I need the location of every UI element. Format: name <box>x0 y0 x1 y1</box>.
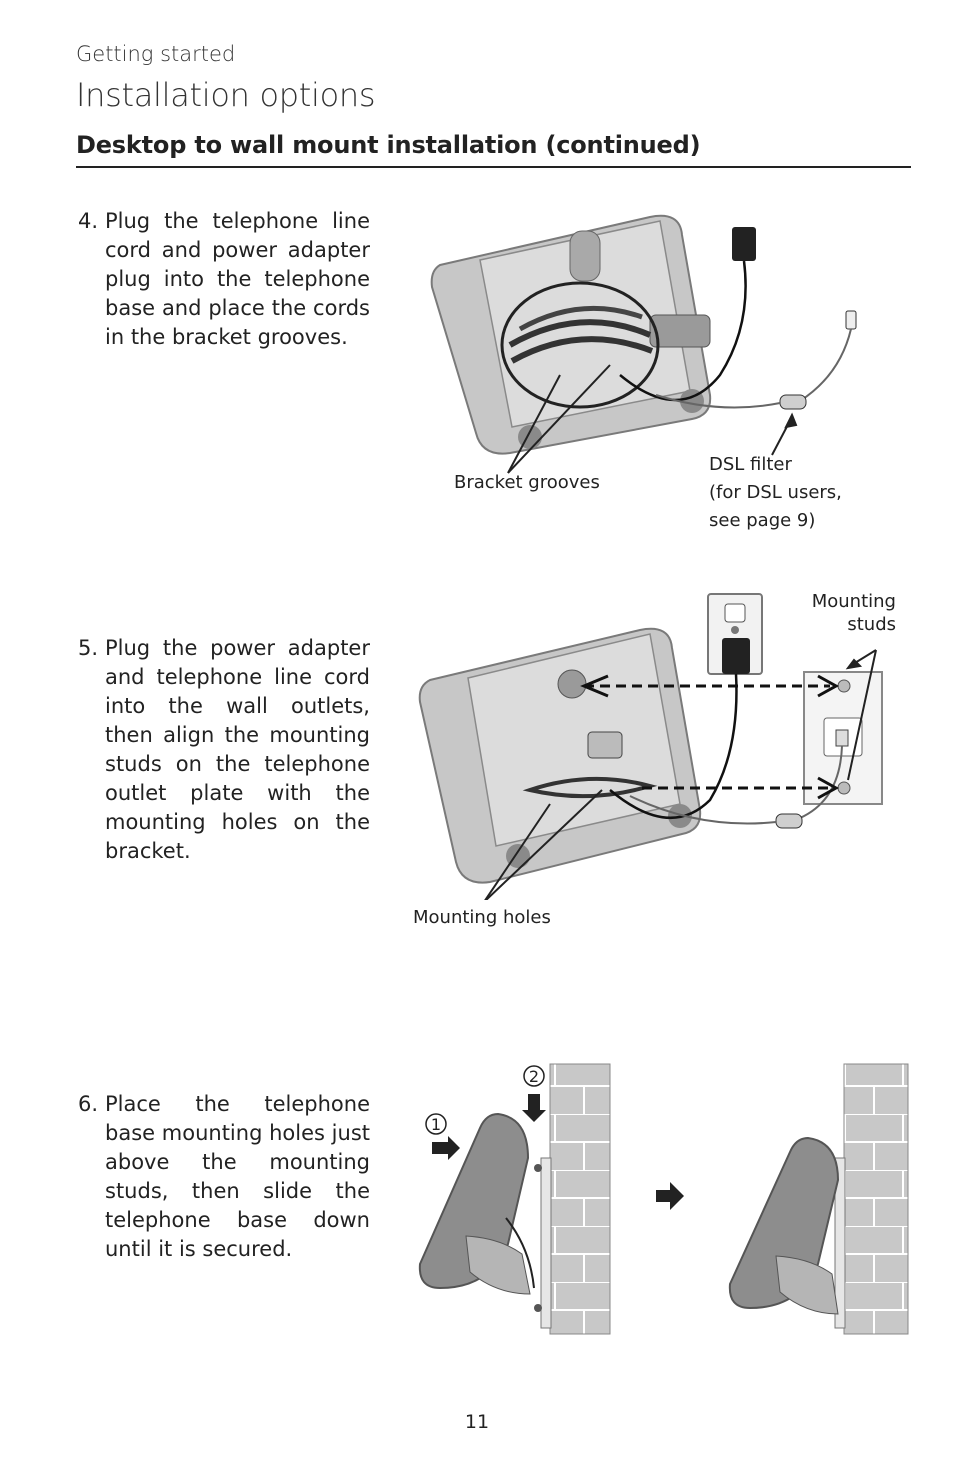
dsl-filter-label-line: see page 9) <box>709 510 816 531</box>
transition-arrow-icon <box>656 1182 684 1210</box>
bracket-grooves <box>500 281 660 409</box>
dsl-filter-label-line: (for DSL users, <box>709 482 842 503</box>
step-text: Place the telephone base mounting holes … <box>105 1092 370 1261</box>
step-number: 5. <box>78 636 99 660</box>
callout-arrows <box>484 649 877 900</box>
page-number: 11 <box>464 1411 490 1433</box>
wall-mounting-illustration: 1 2 <box>418 1063 909 1335</box>
step-number: 6. <box>78 1092 99 1116</box>
phone-jack-plate <box>803 671 883 805</box>
telephone-base <box>418 1112 535 1295</box>
telephone-base <box>430 214 712 455</box>
alignment-lines <box>584 684 830 790</box>
arrow-right-icon <box>432 1136 460 1160</box>
step-number: 4. <box>78 209 99 233</box>
step-4: 4. Plug the telephone line cord and powe… <box>78 207 370 352</box>
step-text: Plug the power adapter and telephone lin… <box>105 636 370 863</box>
bracket-grooves-label: Bracket grooves <box>454 472 600 493</box>
callout-arrows <box>507 364 798 474</box>
mounting-stud-icon <box>837 679 851 693</box>
cords <box>609 673 843 829</box>
dsl-filter-label-line: DSL filter <box>709 454 792 475</box>
mounting-studs-label-line: Mounting <box>811 591 896 612</box>
marker-2: 2 <box>529 1067 539 1086</box>
power-adapter-icon <box>722 638 750 674</box>
telephone-base-mounted <box>728 1136 846 1329</box>
subheading: Desktop to wall mount installation (cont… <box>76 131 701 159</box>
marker-1-icon <box>425 1113 447 1135</box>
dsl-filter-icon <box>779 394 807 410</box>
telephone-base <box>418 627 702 884</box>
mounting-studs-label: Mounting studs <box>790 590 896 636</box>
step-text: Plug the telephone line cord and power a… <box>105 209 370 349</box>
heading-rule <box>76 166 911 168</box>
step-6: 6. Place the telephone base mounting hol… <box>78 1090 370 1264</box>
page-title: Installation options <box>76 76 376 114</box>
marker-2-icon <box>523 1065 545 1087</box>
wall-outlet-illustration <box>418 593 883 900</box>
step-5: 5. Plug the power adapter and telephone … <box>78 634 370 866</box>
cords <box>619 227 857 410</box>
arrow-down-icon <box>522 1094 546 1122</box>
mounting-stud-icon <box>837 781 851 795</box>
alignment-arrowheads <box>580 674 840 800</box>
brick-wall <box>843 1063 909 1335</box>
brick-wall <box>549 1063 611 1335</box>
dsl-filter-label: DSL filter (for DSL users, see page 9) <box>709 451 842 535</box>
power-adapter-icon <box>732 227 756 261</box>
marker-1: 1 <box>431 1115 441 1134</box>
electrical-outlet <box>707 593 763 675</box>
phone-plug-icon <box>845 310 857 330</box>
section-label: Getting started <box>76 42 236 66</box>
dsl-filter-icon <box>775 813 803 829</box>
mounting-hole-icon <box>557 669 587 699</box>
numbered-markers: 1 2 <box>425 1065 546 1160</box>
base-cords-illustration <box>430 214 857 474</box>
wall-plate <box>534 1157 552 1329</box>
mounting-holes-label: Mounting holes <box>413 907 551 928</box>
mounting-studs-label-line: studs <box>847 614 896 635</box>
